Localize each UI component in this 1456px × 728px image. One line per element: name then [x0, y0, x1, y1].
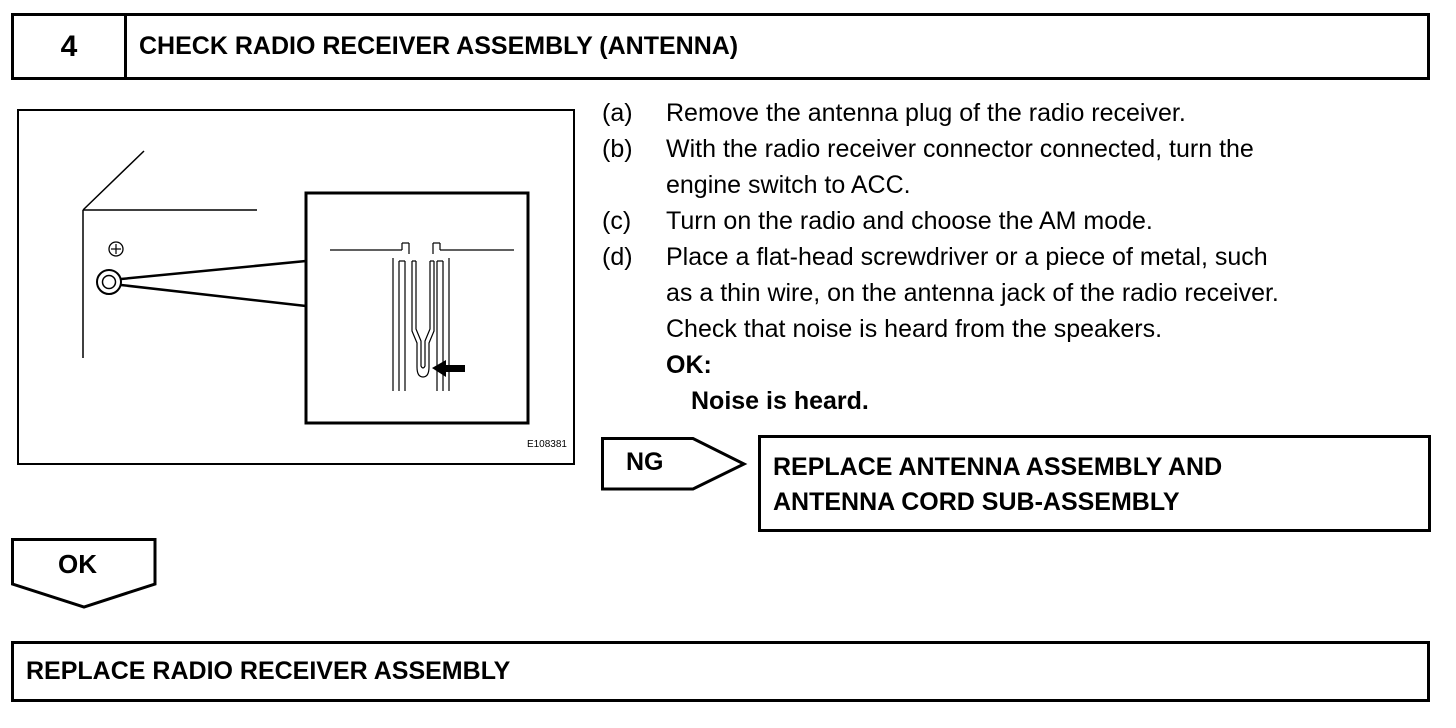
- step-label: (c): [602, 207, 632, 235]
- procedure-steps: (a) Remove the antenna plug of the radio…: [602, 95, 1432, 419]
- step-text: Place a flat-head screwdriver or a piece…: [666, 243, 1268, 271]
- step-header: 4 CHECK RADIO RECEIVER ASSEMBLY (ANTENNA…: [11, 13, 1430, 80]
- step-text: engine switch to ACC.: [666, 171, 911, 199]
- ok-label: OK: [58, 549, 97, 579]
- step-title: CHECK RADIO RECEIVER ASSEMBLY (ANTENNA): [139, 32, 739, 60]
- ok-criteria-label: OK:: [666, 351, 712, 379]
- step-text: as a thin wire, on the antenna jack of t…: [666, 279, 1279, 307]
- step-a: (a) Remove the antenna plug of the radio…: [602, 95, 1432, 131]
- step-number: 4: [14, 16, 127, 77]
- step-label: (a): [602, 99, 633, 127]
- step-d: (d) Place a flat-head screwdriver or a p…: [602, 239, 1432, 347]
- ng-action-line: ANTENNA CORD SUB-ASSEMBLY: [773, 488, 1180, 516]
- ng-label: NG: [626, 448, 664, 476]
- step-label: (b): [602, 135, 633, 163]
- final-action-text: REPLACE RADIO RECEIVER ASSEMBLY: [26, 657, 511, 685]
- figure-id: E108381: [526, 439, 567, 450]
- step-b: (b) With the radio receiver connector co…: [602, 131, 1432, 203]
- ok-arrow-icon: [11, 538, 157, 609]
- antenna-jack-figure: E108381: [17, 109, 575, 465]
- step-text: Remove the antenna plug of the radio rec…: [666, 99, 1186, 127]
- final-action-box: REPLACE RADIO RECEIVER ASSEMBLY: [11, 641, 1430, 702]
- step-text: Turn on the radio and choose the AM mode…: [666, 207, 1153, 235]
- step-c: (c) Turn on the radio and choose the AM …: [602, 203, 1432, 239]
- ng-action-box: REPLACE ANTENNA ASSEMBLY AND ANTENNA COR…: [758, 435, 1431, 532]
- step-text: Check that noise is heard from the speak…: [666, 315, 1163, 343]
- step-label: (d): [602, 243, 633, 271]
- step-text: With the radio receiver connector connec…: [666, 135, 1254, 163]
- antenna-jack-illustration: [82, 150, 530, 425]
- ok-criteria-value: Noise is heard.: [691, 387, 869, 415]
- ng-action-line: REPLACE ANTENNA ASSEMBLY AND: [773, 453, 1223, 481]
- ng-arrow-icon: [601, 437, 748, 491]
